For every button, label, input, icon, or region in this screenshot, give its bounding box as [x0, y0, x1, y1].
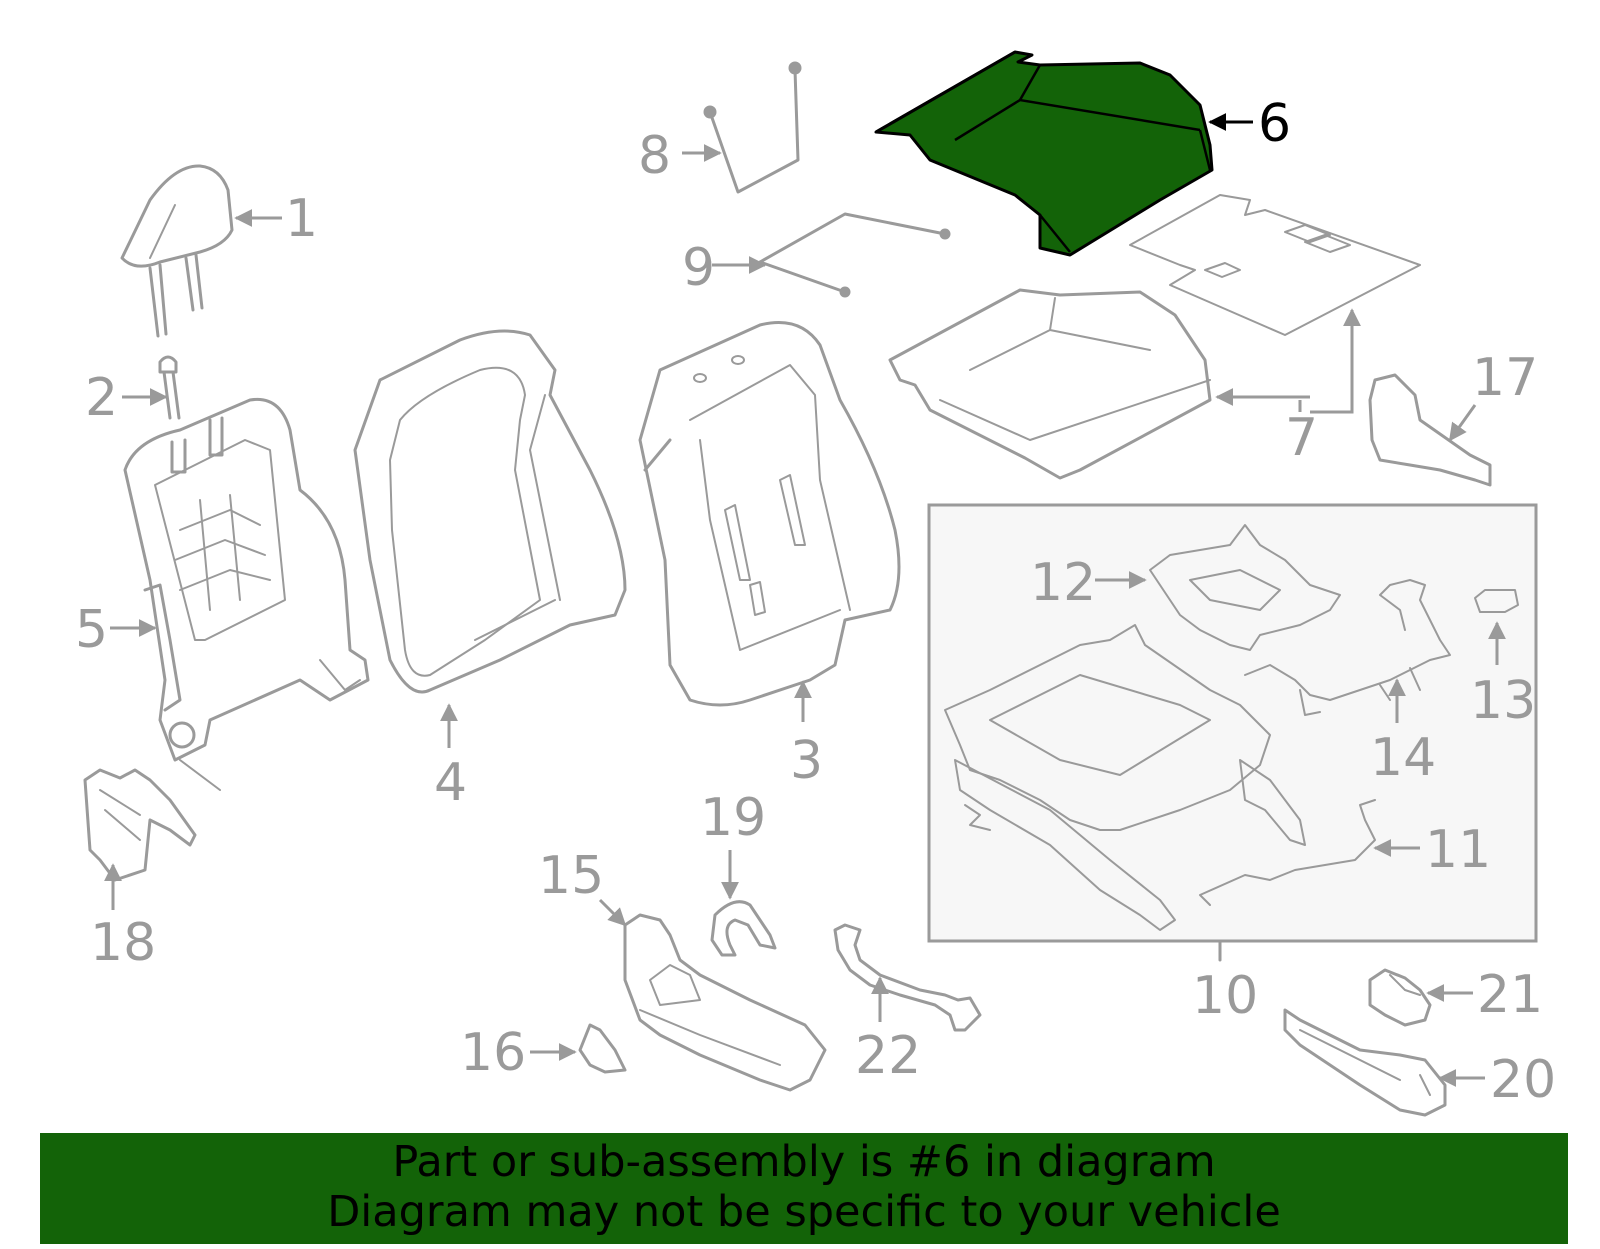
part-10-seat-track-box — [927, 503, 1538, 962]
callout-5: 5 — [75, 600, 108, 660]
callout-11: 11 — [1425, 820, 1491, 880]
part-17-trim — [1368, 373, 1492, 487]
part-2-bolt — [158, 355, 181, 420]
callout-20: 20 — [1490, 1050, 1556, 1110]
banner-line-2: Diagram may not be specific to your vehi… — [327, 1187, 1281, 1237]
callout-1: 1 — [285, 189, 318, 249]
callout-6: 6 — [1258, 94, 1291, 154]
callout-10: 10 — [1192, 966, 1258, 1026]
part-9-wire — [758, 212, 951, 298]
part-8-wire — [703, 61, 802, 194]
callout-16: 16 — [460, 1023, 526, 1083]
part-7-cushion-pad — [888, 194, 1421, 480]
callout-9: 9 — [682, 238, 715, 298]
part-19-clip — [710, 900, 777, 957]
callout-7: 7 — [1285, 408, 1318, 468]
part-21-connector — [1368, 968, 1432, 1027]
callout-22: 22 — [855, 1026, 921, 1086]
part-15-side-shield — [623, 913, 827, 1092]
banner-line-1: Part or sub-assembly is #6 in diagram — [392, 1137, 1216, 1187]
callout-19: 19 — [700, 788, 766, 848]
part-20-rail-cover — [1283, 1008, 1447, 1117]
part-18-bracket — [83, 768, 197, 882]
part-16-trim-piece — [578, 1023, 627, 1074]
part-5-seatback-frame — [123, 397, 370, 791]
callout-15: 15 — [538, 846, 604, 906]
callout-18: 18 — [90, 913, 156, 973]
callout-labels: 1 2 3 4 5 6 7 8 9 10 11 12 13 14 15 16 1… — [75, 94, 1556, 1110]
callout-21: 21 — [1477, 965, 1543, 1025]
leader-arrows — [104, 113, 1506, 1087]
callout-3: 3 — [790, 731, 823, 791]
part-6-seat-cushion-cover — [874, 50, 1214, 257]
callout-13: 13 — [1470, 671, 1536, 731]
callout-14: 14 — [1370, 728, 1436, 788]
callout-2: 2 — [85, 368, 118, 428]
callout-8: 8 — [638, 126, 671, 186]
part-3-back-pad — [638, 321, 901, 707]
callout-17: 17 — [1472, 348, 1538, 408]
callout-4: 4 — [434, 753, 467, 813]
part-1-headrest — [120, 164, 234, 338]
info-banner: Part or sub-assembly is #6 in diagram Di… — [40, 1133, 1568, 1244]
part-4-back-cushion — [353, 329, 627, 694]
callout-12: 12 — [1030, 553, 1096, 613]
